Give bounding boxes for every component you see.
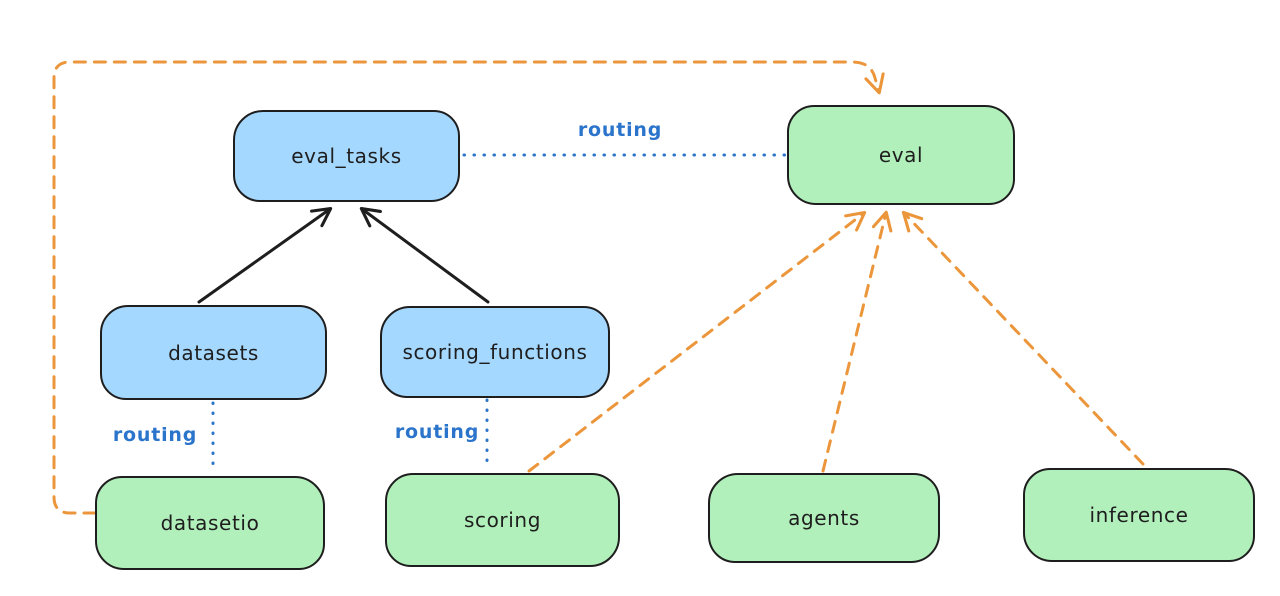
node-datasetio-label: datasetio	[160, 511, 260, 535]
node-eval-label: eval	[878, 143, 924, 167]
node-datasets-label: datasets	[168, 340, 259, 365]
node-eval_tasks-label: eval_tasks	[291, 144, 402, 168]
edge-scoring-to-eval	[527, 210, 867, 473]
edge-scoring_functions-to-eval_tasks	[359, 206, 490, 304]
edge-agents-to-eval	[821, 210, 893, 473]
node-agents-label: agents	[788, 506, 860, 530]
node-eval: eval	[787, 105, 1015, 205]
node-datasetio: datasetio	[95, 476, 325, 570]
node-scoring: scoring	[385, 473, 620, 567]
node-inference-label: inference	[1089, 503, 1189, 527]
node-datasets: datasets	[100, 305, 327, 400]
edge-inference-to-eval	[901, 210, 1145, 466]
node-agents: agents	[708, 473, 940, 563]
edge-label-routing-scoring: routing	[394, 421, 480, 443]
edge-datasetio-to-eval	[52, 60, 885, 515]
node-inference: inference	[1023, 468, 1255, 562]
node-scoring_functions-label: scoring_functions	[402, 340, 588, 364]
edge-datasets-to-eval_tasks	[197, 206, 333, 304]
edge-label-routing-datasets: routing	[112, 424, 198, 446]
node-eval_tasks: eval_tasks	[233, 110, 460, 202]
node-scoring-label: scoring	[463, 508, 541, 532]
node-scoring_functions: scoring_functions	[380, 306, 610, 398]
edge-label-routing-top: routing	[577, 119, 663, 141]
